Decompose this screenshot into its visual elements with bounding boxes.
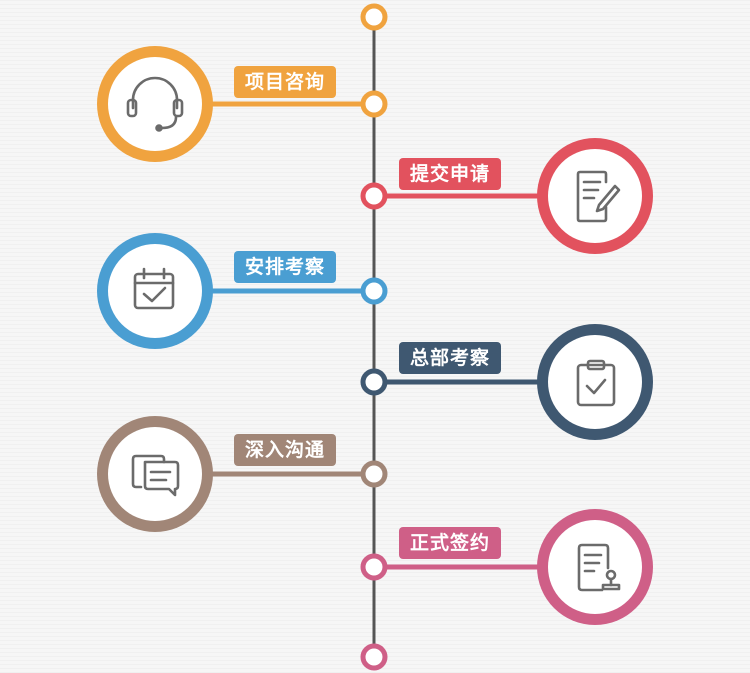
timeline-bottom-cap [360,643,388,671]
step-arrange-inspection [97,233,388,349]
chat-bubbles-icon [131,454,180,497]
clipboard-check-icon [576,359,616,407]
form-edit-icon [576,170,621,223]
label-arrange-inspection: 安排考察 [234,251,337,283]
label-project-consult: 项目咨询 [234,66,337,98]
step-deep-communication [97,416,388,532]
timeline-top-cap [360,3,388,31]
calendar-check-icon [133,267,175,310]
label-submit-application: 提交申请 [399,158,502,190]
label-hq-inspection: 总部考察 [399,342,502,374]
step-project-consult [97,46,388,162]
step-submit-application [360,138,653,254]
label-formal-signing: 正式签约 [399,527,502,559]
step-hq-inspection [360,324,653,440]
contract-stamp-icon [577,543,621,592]
headset-icon [126,76,184,132]
label-deep-communication: 深入沟通 [234,434,337,466]
step-formal-signing [360,509,653,625]
